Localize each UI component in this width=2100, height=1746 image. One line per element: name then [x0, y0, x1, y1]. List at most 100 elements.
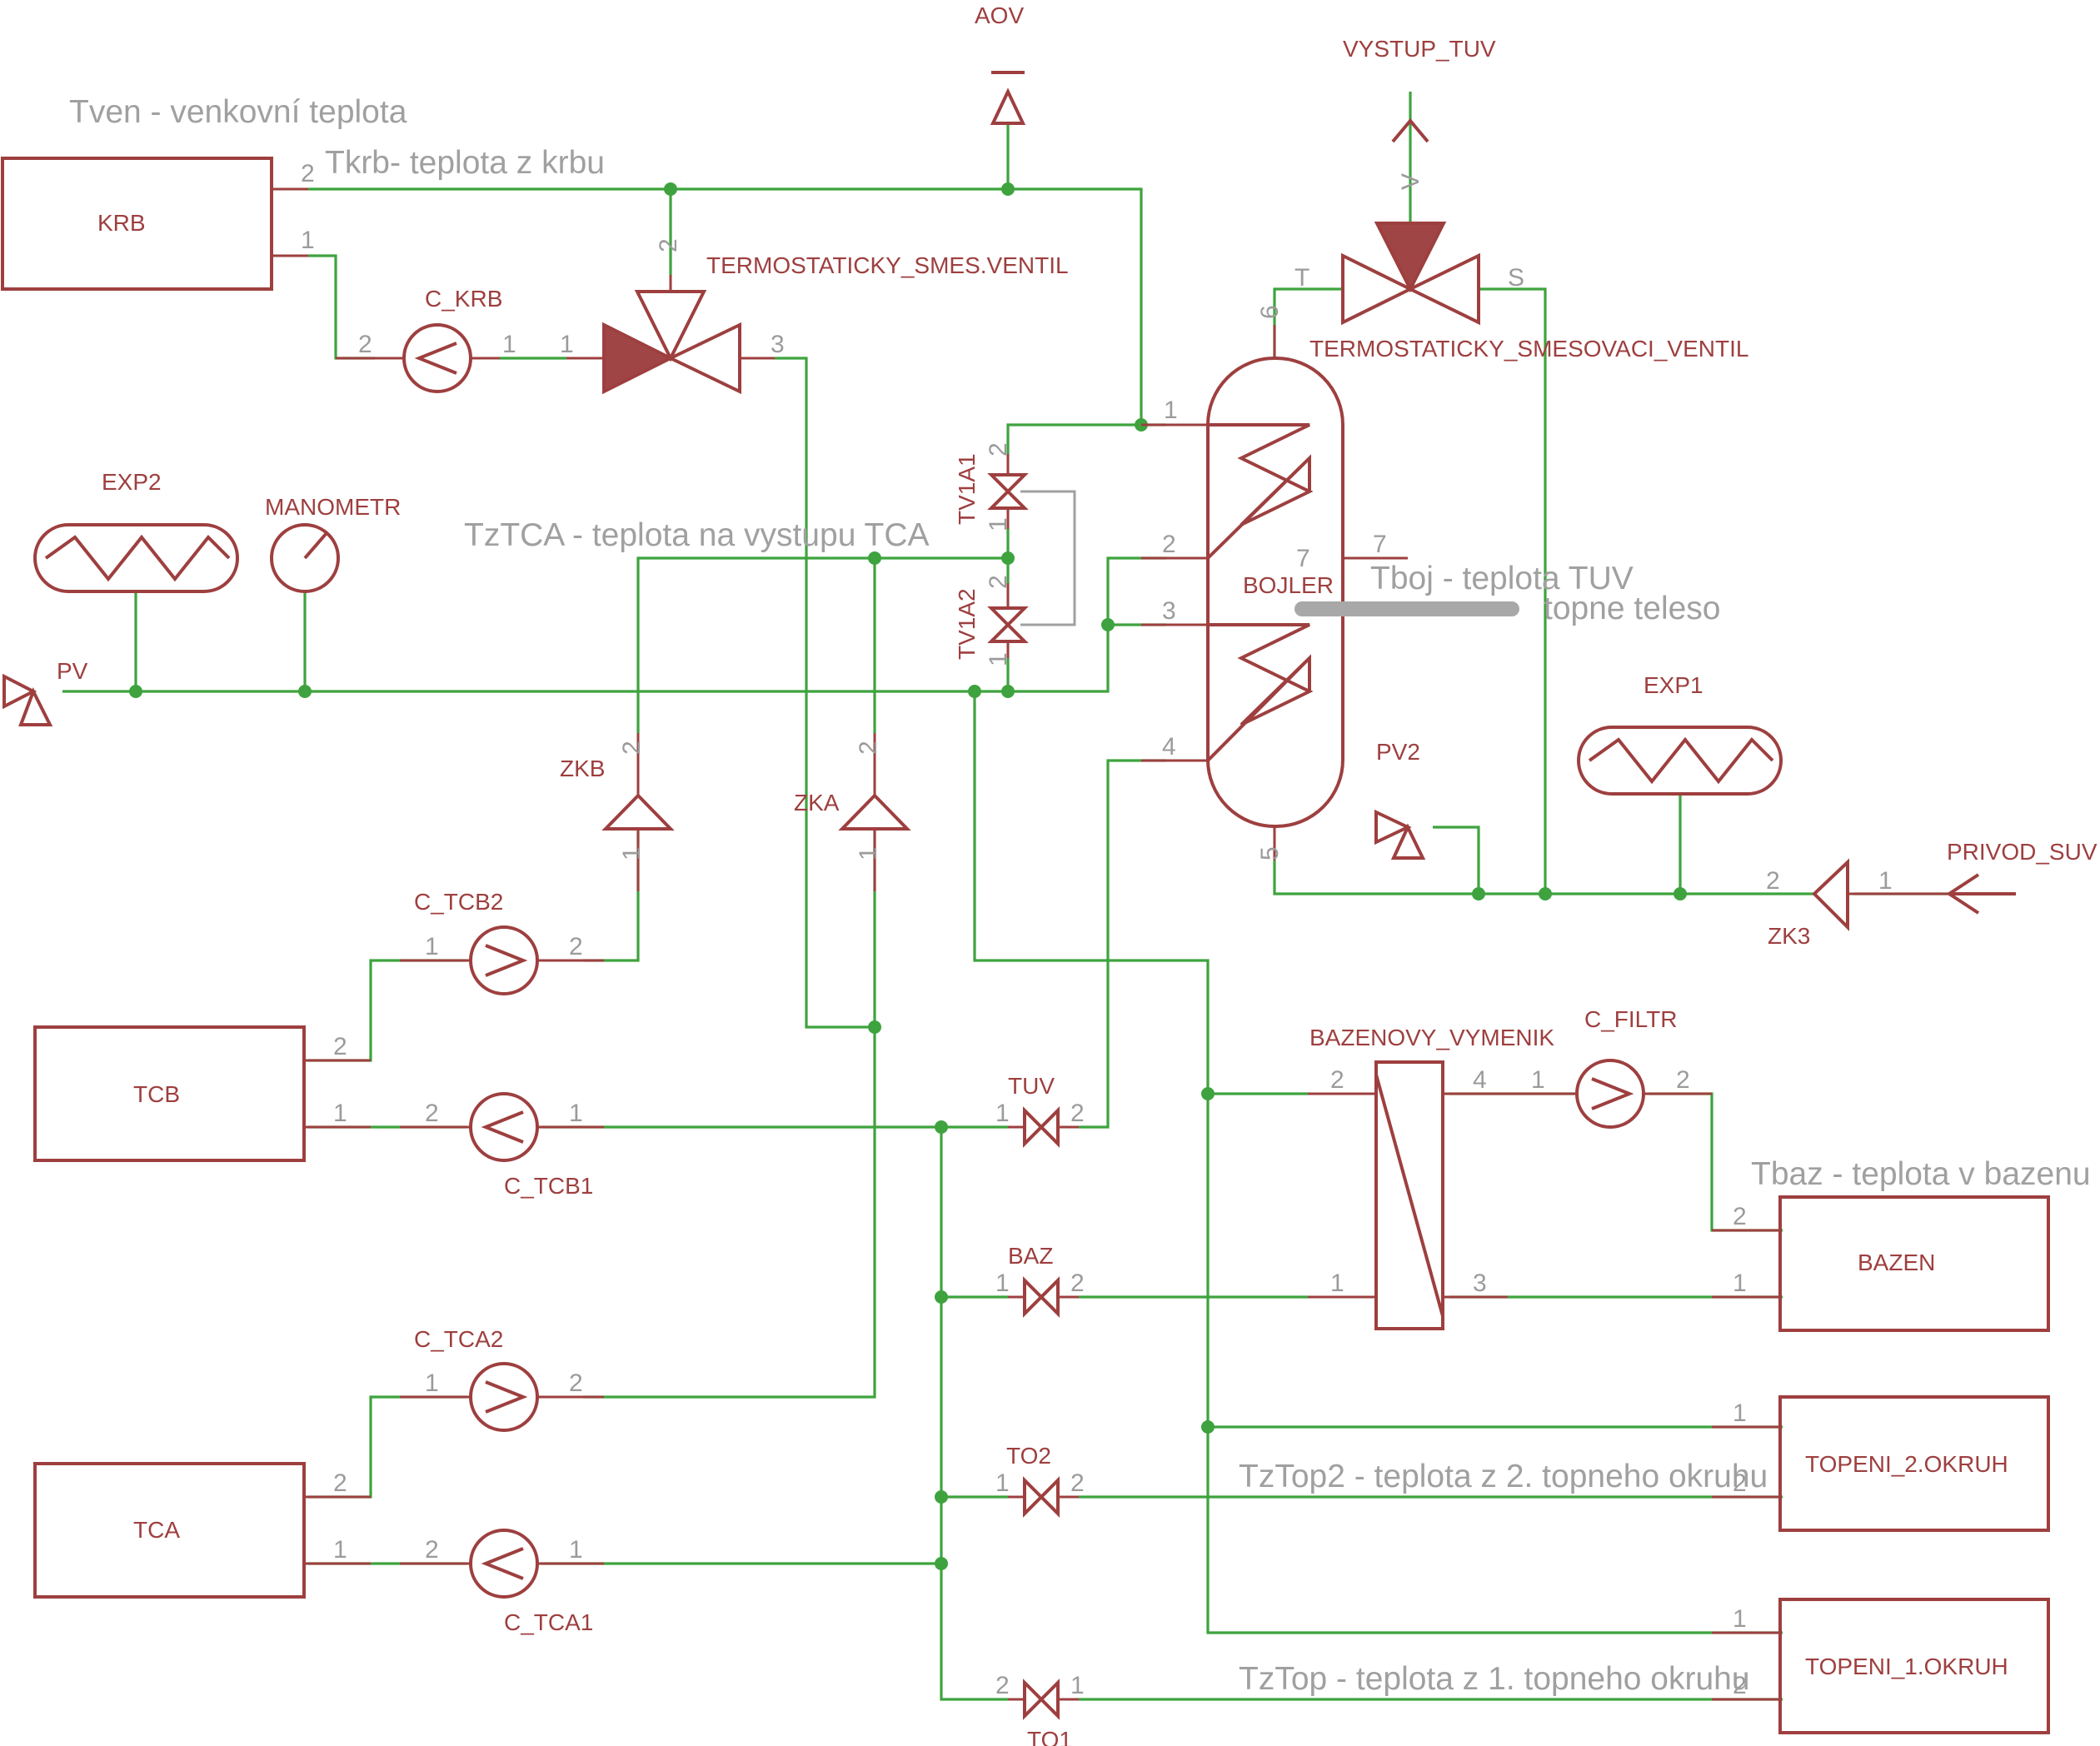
wire-termo-s: [1480, 287, 1547, 894]
svg-text:2: 2: [425, 1536, 439, 1564]
notes: Tven - venkovní teplota Tkrb- teplota z …: [69, 94, 2091, 1697]
svg-text:2: 2: [618, 741, 646, 755]
pv-valve: PV: [2, 658, 88, 726]
svg-text:4: 4: [1162, 733, 1176, 761]
privod-suv-label: PRIVOD_SUV: [1947, 839, 2098, 865]
c-tca2-pump: C_TCA2 1 2: [400, 1326, 604, 1432]
svg-text:1: 1: [569, 1100, 583, 1127]
svg-text:2: 2: [1070, 1270, 1085, 1297]
c-tcb1-label: C_TCB1: [504, 1173, 593, 1199]
junction: [1472, 887, 1485, 900]
svg-text:1: 1: [985, 652, 1012, 666]
svg-text:3: 3: [1162, 597, 1176, 625]
bazenovy-vymenik: BAZENOVY_VYMENIK 2 1 4 3: [1308, 1025, 1554, 1330]
baz-label: BAZ: [1008, 1243, 1053, 1269]
wire-return-main: [973, 691, 1308, 1095]
topeni-1-okruh-box: TOPENI_1.OKRUH 1 2: [1712, 1598, 2050, 1734]
zk3-valve: ZK3 2 1: [1766, 858, 1949, 949]
c-tcb2-label: C_TCB2: [414, 889, 503, 915]
tv1a1-valve: TV1A1 2 1: [954, 442, 1029, 531]
note-tztop: TzTop - teplota z 1. topneho okruhu: [1239, 1661, 1750, 1697]
svg-text:6: 6: [1256, 305, 1284, 319]
bazenovy-vymenik-label: BAZENOVY_VYMENIK: [1309, 1025, 1554, 1050]
svg-text:2: 2: [1733, 1469, 1747, 1497]
to2-label: TO2: [1006, 1443, 1051, 1469]
svg-text:1: 1: [985, 517, 1012, 531]
wire-bojler-4: [1079, 759, 1166, 1129]
svg-text:1: 1: [995, 1469, 1010, 1497]
pv-label: PV: [57, 658, 88, 684]
to1-valve: TO1 2 1: [995, 1672, 1085, 1746]
svg-text:4: 4: [1473, 1066, 1487, 1094]
junction: [1201, 1420, 1215, 1434]
svg-text:T: T: [1294, 264, 1309, 292]
c-filtr-label: C_FILTR: [1584, 1006, 1678, 1032]
krb-box: KRB 2 1: [1, 157, 315, 291]
wire-pv2: [1433, 826, 1480, 894]
svg-text:1: 1: [502, 331, 516, 358]
svg-text:1: 1: [1733, 1399, 1747, 1427]
zka-valve: ZKA 2 1: [794, 733, 911, 891]
manometr-label: MANOMETR: [265, 494, 401, 520]
pv2-valve: PV2: [1374, 739, 1426, 860]
wire-topeni1-return: [1206, 1427, 1783, 1634]
exp2-label: EXP2: [102, 469, 162, 495]
note-topne-teleso: topne teleso: [1544, 591, 1721, 626]
svg-text:1: 1: [1070, 1672, 1085, 1699]
svg-text:2: 2: [855, 741, 882, 755]
svg-text:2: 2: [1676, 1066, 1690, 1094]
note-tkrb: Tkrb- teplota z krbu: [325, 145, 605, 181]
c-krb-label: C_KRB: [425, 286, 502, 312]
svg-text:1: 1: [1164, 397, 1178, 424]
svg-text:2: 2: [569, 1369, 583, 1397]
svg-text:V: V: [1397, 173, 1424, 190]
svg-text:1: 1: [560, 331, 574, 358]
termostaticky-smes-ventil: TERMOSTATICKY_SMES.VENTIL 1 3 2: [560, 238, 1069, 395]
wire-tztca: [636, 556, 1008, 733]
junction: [298, 685, 312, 698]
junction: [1101, 618, 1115, 631]
svg-text:1: 1: [1531, 1066, 1545, 1094]
junction: [1001, 685, 1015, 698]
svg-text:1: 1: [618, 846, 646, 861]
c-tcb2-pump: C_TCB2 1 2: [400, 889, 604, 995]
svg-text:5: 5: [1256, 846, 1284, 861]
to1-label: TO1: [1027, 1727, 1072, 1746]
vystup-tuv-label: VYSTUP_TUV: [1343, 36, 1496, 62]
topeni-2-label: TOPENI_2.OKRUH: [1805, 1451, 2008, 1477]
wire-tca-2: [308, 1395, 466, 1499]
krb-label: KRB: [97, 210, 146, 236]
termo-smesovaci-label: TERMOSTATICKY_SMESOVACI_VENTIL: [1309, 336, 1748, 362]
zka-label: ZKA: [794, 790, 840, 816]
tuv-label: TUV: [1008, 1073, 1055, 1099]
junction: [935, 1120, 948, 1134]
svg-text:1: 1: [425, 1369, 439, 1397]
exp2-vessel: EXP2: [33, 469, 239, 593]
svg-text:1: 1: [333, 1536, 347, 1564]
bazen-label: BAZEN: [1858, 1250, 1935, 1275]
privod-suv: PRIVOD_SUV: [1946, 839, 2098, 915]
svg-text:1: 1: [1733, 1270, 1747, 1297]
svg-text:1: 1: [333, 1100, 347, 1127]
tcb-label: TCB: [133, 1081, 180, 1107]
topeni-2-okruh-box: TOPENI_2.OKRUH 1 2: [1712, 1395, 2050, 1532]
junction: [1001, 551, 1015, 565]
tca-box: TCA 2 1: [33, 1462, 371, 1599]
svg-text:1: 1: [855, 846, 882, 861]
svg-text:2: 2: [1070, 1100, 1085, 1127]
topeni-1-label: TOPENI_1.OKRUH: [1805, 1654, 2008, 1679]
note-tboj: Tboj - teplota TUV: [1370, 561, 1634, 596]
tv1a1-label: TV1A1: [954, 453, 980, 525]
wire-zka-bottom: [583, 829, 876, 1399]
svg-text:1: 1: [425, 933, 439, 960]
to2-valve: TO2 1 2: [995, 1443, 1085, 1518]
junction: [1201, 1087, 1215, 1100]
wire-bojler-5: [1273, 861, 1816, 895]
exp1-label: EXP1: [1644, 672, 1703, 698]
junction: [868, 1020, 881, 1034]
svg-text:2: 2: [358, 331, 372, 358]
baz-valve: BAZ 1 2: [995, 1243, 1085, 1318]
c-filtr-pump: C_FILTR 1 2: [1508, 1006, 1712, 1129]
note-tven: Tven - venkovní teplota: [69, 94, 407, 130]
